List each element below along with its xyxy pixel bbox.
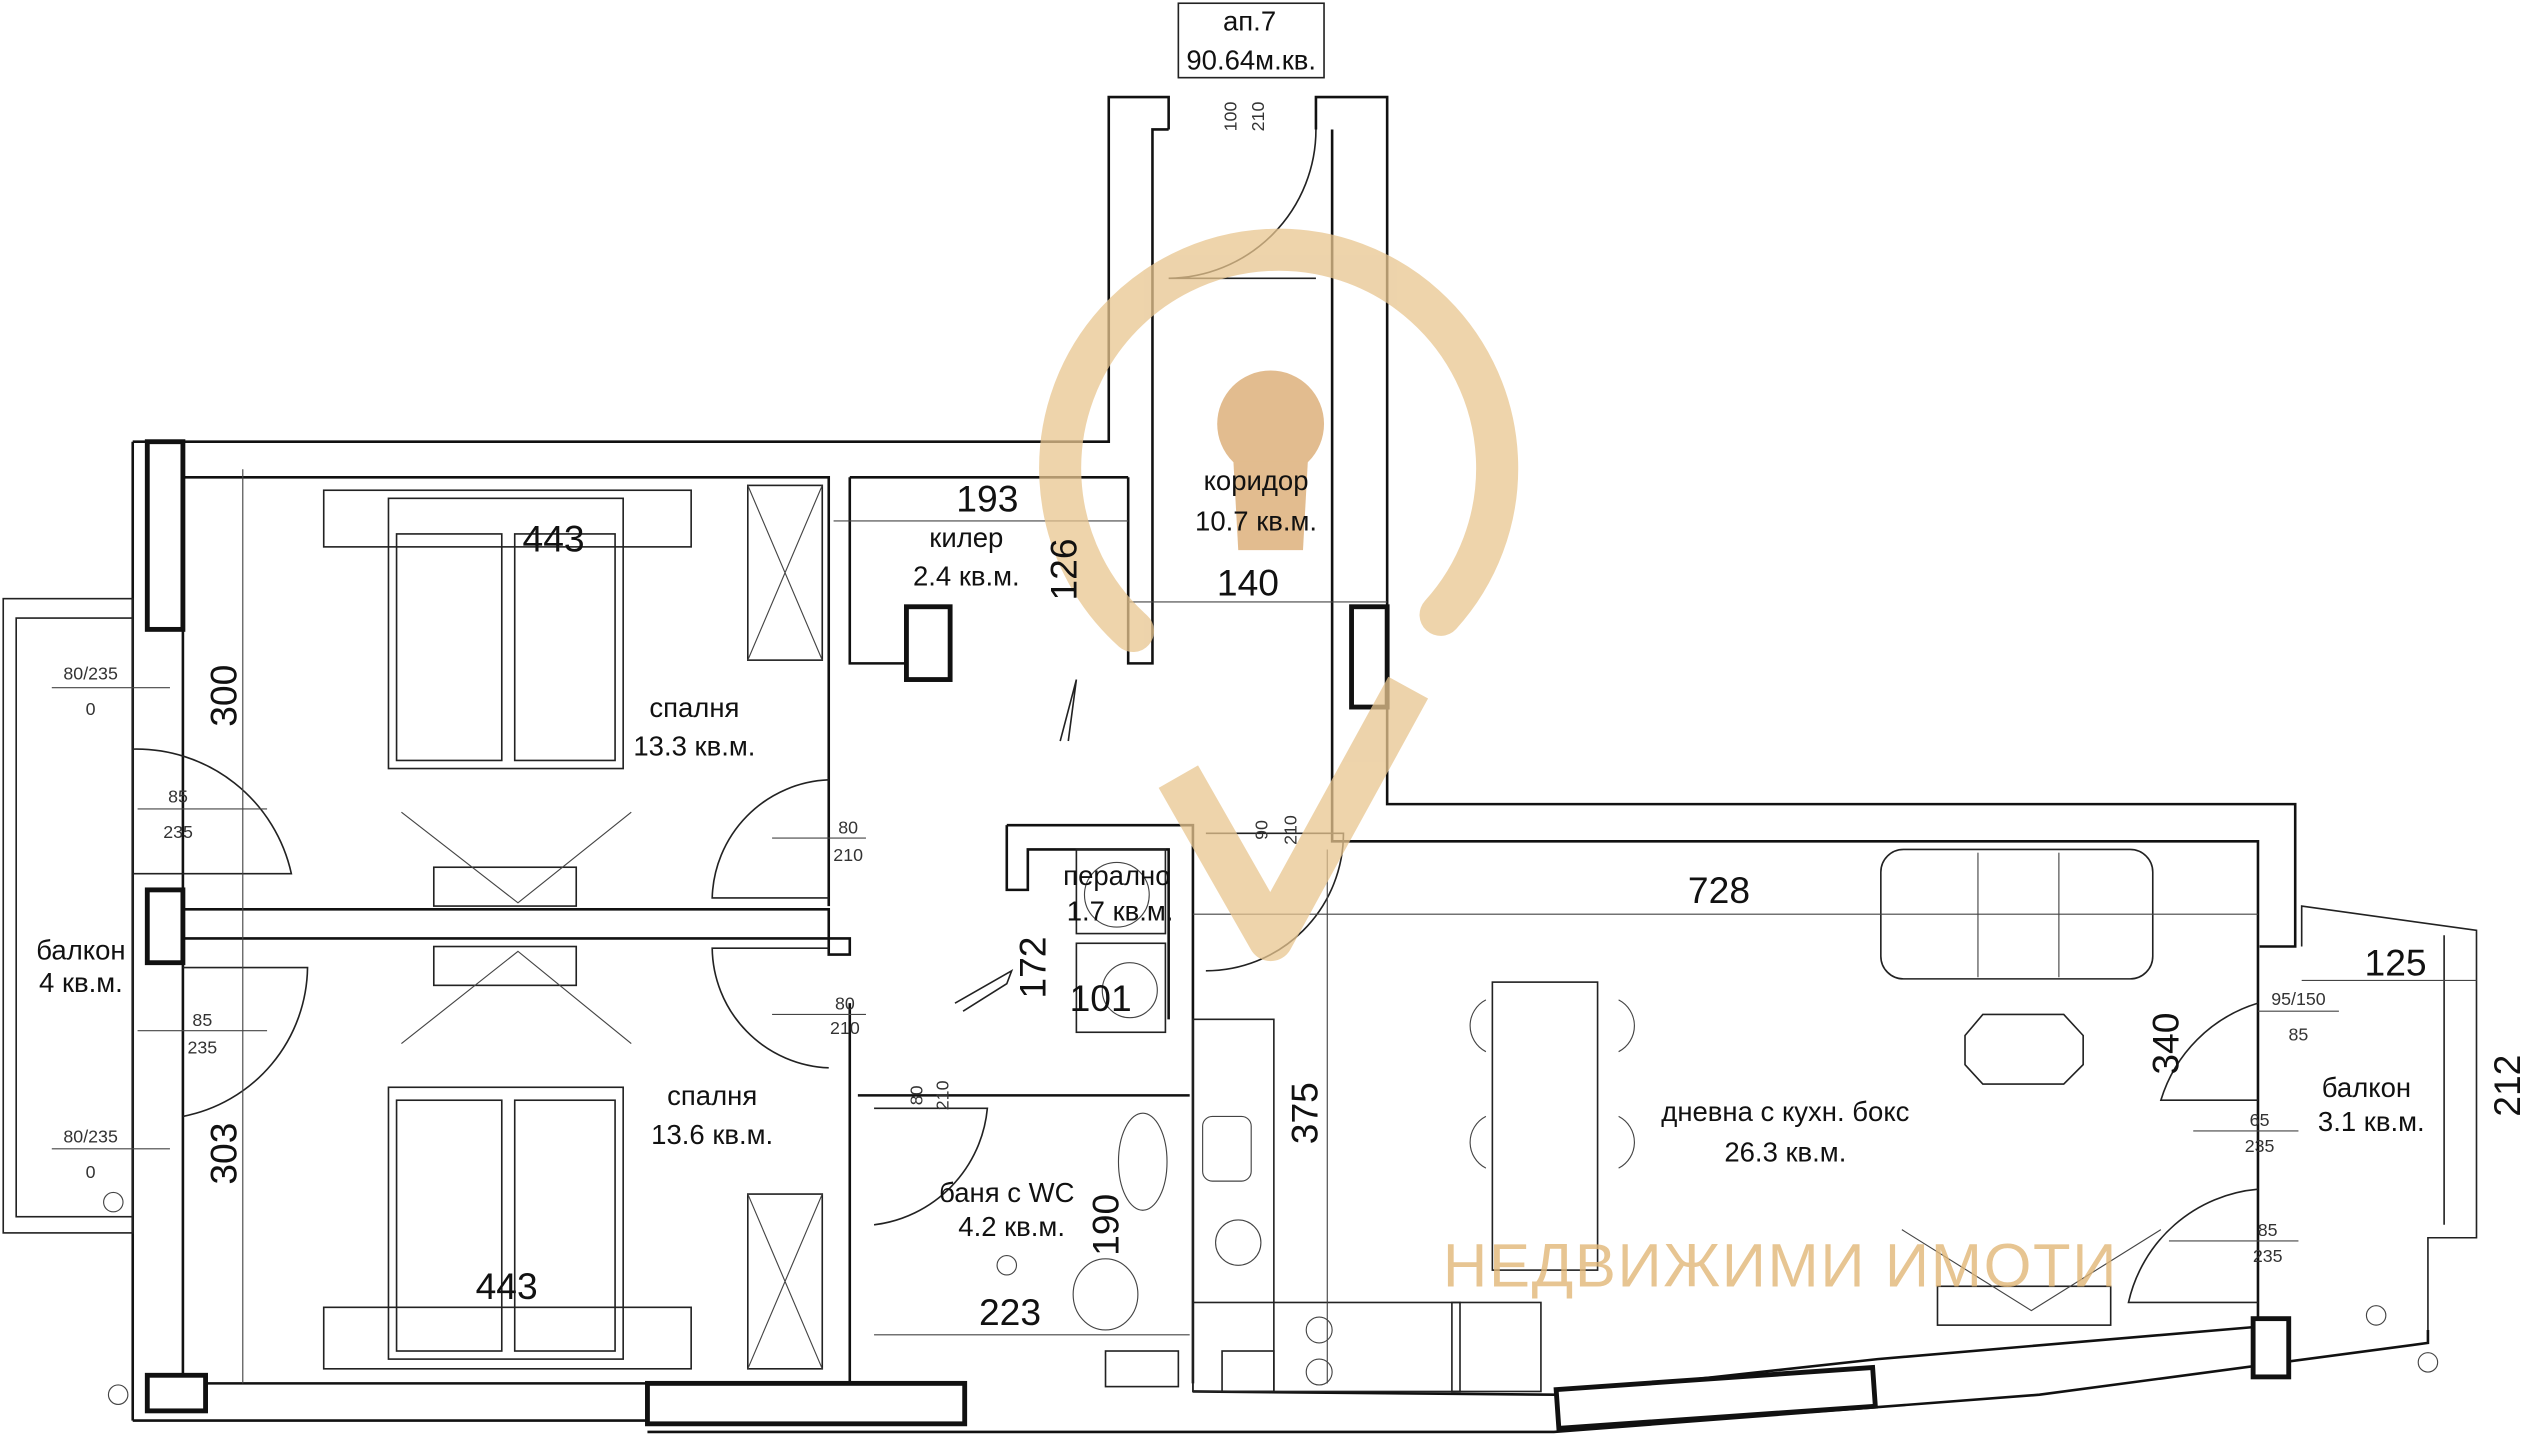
opening-height: 210 xyxy=(1248,102,1268,132)
dimension: 340 xyxy=(2145,1013,2187,1075)
dimension: 303 xyxy=(202,1123,244,1185)
dimension: 126 xyxy=(1042,538,1084,600)
room-name: коридор xyxy=(1204,465,1309,496)
opening-width: 80 xyxy=(838,817,858,837)
opening-width: 95/150 xyxy=(2271,989,2326,1009)
opening-width: 80 xyxy=(907,1085,927,1105)
room-name: перално xyxy=(1063,860,1170,891)
opening-width: 65 xyxy=(2250,1110,2270,1130)
opening-labels: 100 210 80/235 0 85 235 85 235 80/235 0 … xyxy=(51,102,2339,1266)
dimension: 190 xyxy=(1084,1194,1126,1256)
dimension: 223 xyxy=(979,1291,1041,1333)
dimension-labels: 443 443 300 303 193 126 140 728 172 101 … xyxy=(202,477,2528,1333)
opening-height: 235 xyxy=(2245,1136,2275,1156)
dimension: 300 xyxy=(202,665,244,727)
opening-width: 80/235 xyxy=(63,1126,118,1146)
room-area: 3.1 кв.м. xyxy=(2318,1106,2425,1137)
room-name: килер xyxy=(929,522,1003,553)
room-name: спалня xyxy=(667,1080,757,1111)
opening-width: 90 xyxy=(1251,820,1271,840)
room-area: 10.7 кв.м. xyxy=(1195,506,1317,537)
dimension-lines xyxy=(242,469,2477,1384)
dimension: 101 xyxy=(1070,977,1132,1019)
room-name: баня с WC xyxy=(939,1177,1074,1208)
dining-table xyxy=(1469,981,1635,1271)
coffee-table xyxy=(1964,1013,2084,1085)
wardrobe xyxy=(746,484,824,1370)
room-area: 13.3 кв.м. xyxy=(633,731,755,762)
opening-height: 235 xyxy=(163,822,193,842)
opening-height: 210 xyxy=(1281,815,1301,845)
room-area: 26.3 кв.м. xyxy=(1724,1137,1846,1168)
room-name: балкон xyxy=(2322,1072,2411,1103)
dimension: 193 xyxy=(956,477,1018,519)
dimension: 728 xyxy=(1688,869,1750,911)
opening-width: 85 xyxy=(192,1010,212,1030)
dimension: 443 xyxy=(476,1265,538,1307)
doors xyxy=(131,129,2259,1304)
opening-width: 85 xyxy=(168,787,188,807)
room-area: 4.2 кв.м. xyxy=(958,1211,1065,1242)
opening-height: 0 xyxy=(86,699,96,719)
windows xyxy=(144,439,2292,1431)
opening-height: 235 xyxy=(187,1037,217,1057)
opening-height: 210 xyxy=(830,1018,860,1038)
dimension: 125 xyxy=(2365,942,2427,984)
dimension: 375 xyxy=(1284,1082,1326,1144)
opening-height: 0 xyxy=(86,1162,96,1182)
apartment-title-box: ап.7 90.64м.кв. xyxy=(1177,2,1325,79)
opening-height: 210 xyxy=(933,1080,953,1110)
room-labels: килер 2.4 кв.м. коридор 10.7 кв.м. спалн… xyxy=(36,465,2424,1242)
opening-width: 100 xyxy=(1221,102,1241,132)
opening-height: 210 xyxy=(833,845,863,865)
room-area: 1.7 кв.м. xyxy=(1067,896,1174,927)
bathroom-fixtures xyxy=(103,848,2439,1405)
room-name: спалня xyxy=(649,692,739,723)
dimension: 443 xyxy=(523,518,585,560)
opening-height: 235 xyxy=(2253,1246,2283,1266)
tv-unit xyxy=(401,811,2162,1326)
room-area: 2.4 кв.м. xyxy=(913,561,1020,592)
kitchen-counter xyxy=(1192,1018,1542,1393)
apartment-area: 90.64м.кв. xyxy=(1186,45,1316,76)
watermark-logo xyxy=(1039,228,1519,962)
room-area: 13.6 кв.м. xyxy=(651,1119,773,1150)
watermark-text: НЕДВИЖИМИ ИМОТИ xyxy=(1443,1231,2118,1300)
room-name: балкон xyxy=(36,934,125,965)
room-area: 4 кв.м. xyxy=(39,967,123,998)
opening-width: 80 xyxy=(835,994,855,1014)
opening-width: 85 xyxy=(2258,1220,2278,1240)
furniture xyxy=(103,484,2439,1405)
dimension: 172 xyxy=(1012,937,1054,999)
dimension: 212 xyxy=(2486,1055,2528,1117)
apartment-number: ап.7 xyxy=(1223,6,1276,37)
dimension: 140 xyxy=(1217,561,1279,603)
opening-width: 80/235 xyxy=(63,664,118,684)
room-name: дневна с кухн. бокс xyxy=(1661,1096,1909,1127)
opening-height: 85 xyxy=(2289,1024,2309,1044)
